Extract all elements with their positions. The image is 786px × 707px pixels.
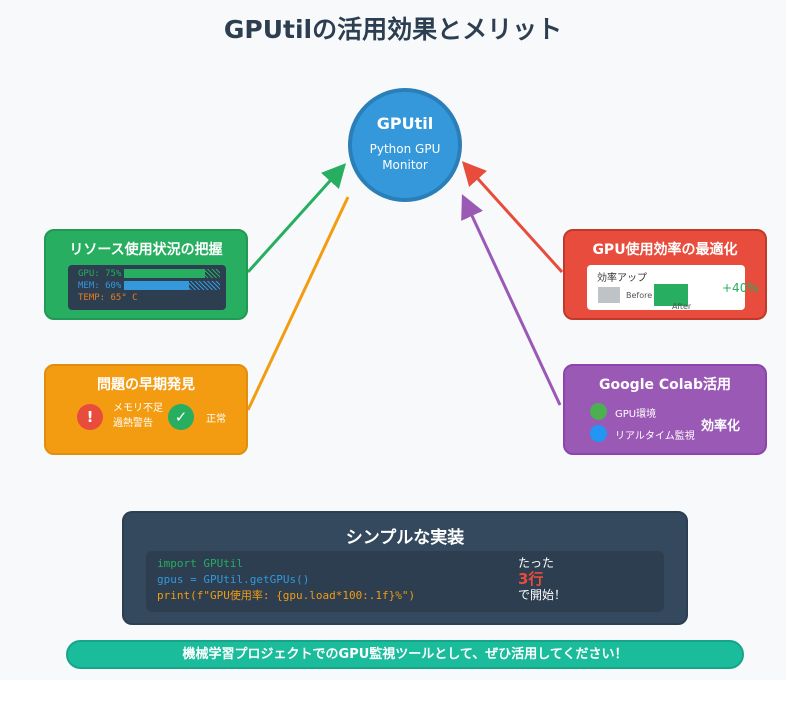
code-line-1: import GPUtil	[157, 557, 244, 570]
after-label: After	[672, 302, 692, 311]
gpu-env-dot-icon	[590, 403, 607, 420]
realtime-label: リアルタイム監視	[615, 431, 695, 442]
early-detection-card: 問題の早期発見 ! メモリ不足 過熱警告 ✓ 正常	[44, 364, 248, 455]
resource-heading: リソース使用状況の把握	[69, 242, 223, 258]
mem-bar-fill	[124, 281, 189, 290]
after-bar	[654, 284, 688, 306]
hub-subtitle-2: Monitor	[382, 158, 428, 172]
hub-subtitle-1: Python GPU	[369, 142, 441, 156]
efficiency-chart: 効率アップ Before After +40%	[587, 265, 759, 311]
arrow-efficiency	[461, 161, 564, 274]
colab-heading: Google Colab活用	[598, 377, 732, 393]
efficiency-heading: GPU使用効率の最適化	[592, 242, 738, 258]
arrow-colab	[461, 194, 562, 406]
resource-card: リソース使用状況の把握 GPU: 75% MEM: 60% TEMP: 65° …	[44, 229, 248, 320]
gpu-bar-fill	[124, 269, 205, 278]
warning-memory: メモリ不足	[113, 403, 163, 414]
temp-label: TEMP: 65° C	[78, 293, 138, 303]
code-line-2: gpus = GPUtil.getGPUs()	[157, 573, 310, 586]
mem-label: MEM: 60%	[78, 281, 122, 291]
footer-banner: 機械学習プロジェクトでのGPU監視ツールとして、ぜひ活用してください！	[66, 640, 744, 669]
gain-value: +40%	[722, 281, 759, 295]
gputil-hub: GPUtil Python GPU Monitor	[348, 88, 462, 202]
resource-monitor: GPU: 75% MEM: 60% TEMP: 65° C	[68, 265, 226, 310]
impl-heading: シンプルな実装	[345, 528, 465, 548]
colab-card: Google Colab活用 GPU環境 リアルタイム監視 効率化	[563, 364, 767, 455]
connector-arrows	[246, 161, 564, 411]
warning-heat: 過熱警告	[113, 418, 153, 429]
hub-title: GPUtil	[376, 114, 434, 133]
realtime-dot-icon	[590, 425, 607, 442]
code-block: import GPUtil gpus = GPUtil.getGPUs() pr…	[146, 551, 664, 612]
efficiency-label: 効率アップ	[597, 273, 647, 284]
warning-icon: !	[77, 404, 103, 430]
before-label: Before	[626, 291, 653, 300]
early-heading: 問題の早期発見	[97, 377, 195, 393]
note-line-3: で開始！	[518, 588, 567, 602]
ok-label: 正常	[206, 414, 226, 425]
line-early	[246, 196, 350, 411]
note-line-1: たった	[518, 556, 555, 570]
gpu-label: GPU: 75%	[78, 269, 122, 279]
note-three-lines: 3行	[518, 570, 544, 588]
before-bar	[598, 287, 620, 303]
diagram-canvas: GPUtilの活用効果とメリット GPUtil Python GPU Monito…	[44, 15, 767, 669]
gpu-env-label: GPU環境	[615, 409, 657, 420]
check-icon: ✓	[168, 404, 194, 430]
efficiency-card: GPU使用効率の最適化 効率アップ Before After +40%	[563, 229, 767, 320]
code-line-3: print(f"GPU使用率: {gpu.load*100:.1f}%")	[157, 589, 416, 602]
arrow-resource	[246, 163, 347, 274]
page-title: GPUtilの活用効果とメリット	[223, 15, 563, 44]
efficiency-result: 効率化	[701, 419, 741, 434]
